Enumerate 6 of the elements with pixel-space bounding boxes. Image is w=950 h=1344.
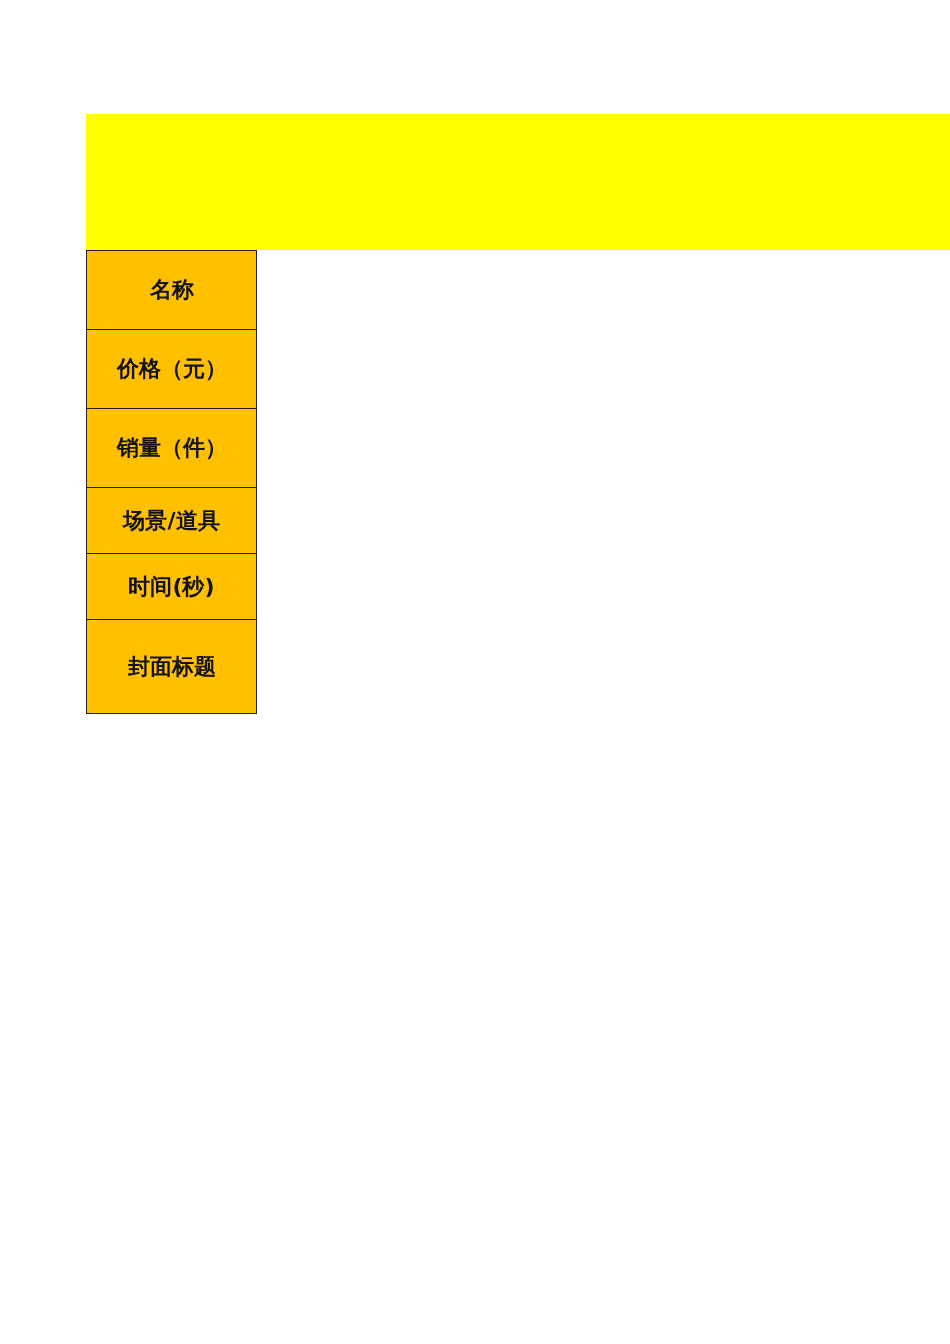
- cell-text: 销量（件）: [116, 434, 227, 462]
- cell-text: 时间(秒): [128, 572, 215, 601]
- cell-text: 场景/道具: [123, 506, 220, 535]
- cell-text: 名称: [149, 276, 194, 304]
- cell-text: 价格（元）: [116, 355, 227, 383]
- cell-text: 封面标题: [127, 652, 216, 681]
